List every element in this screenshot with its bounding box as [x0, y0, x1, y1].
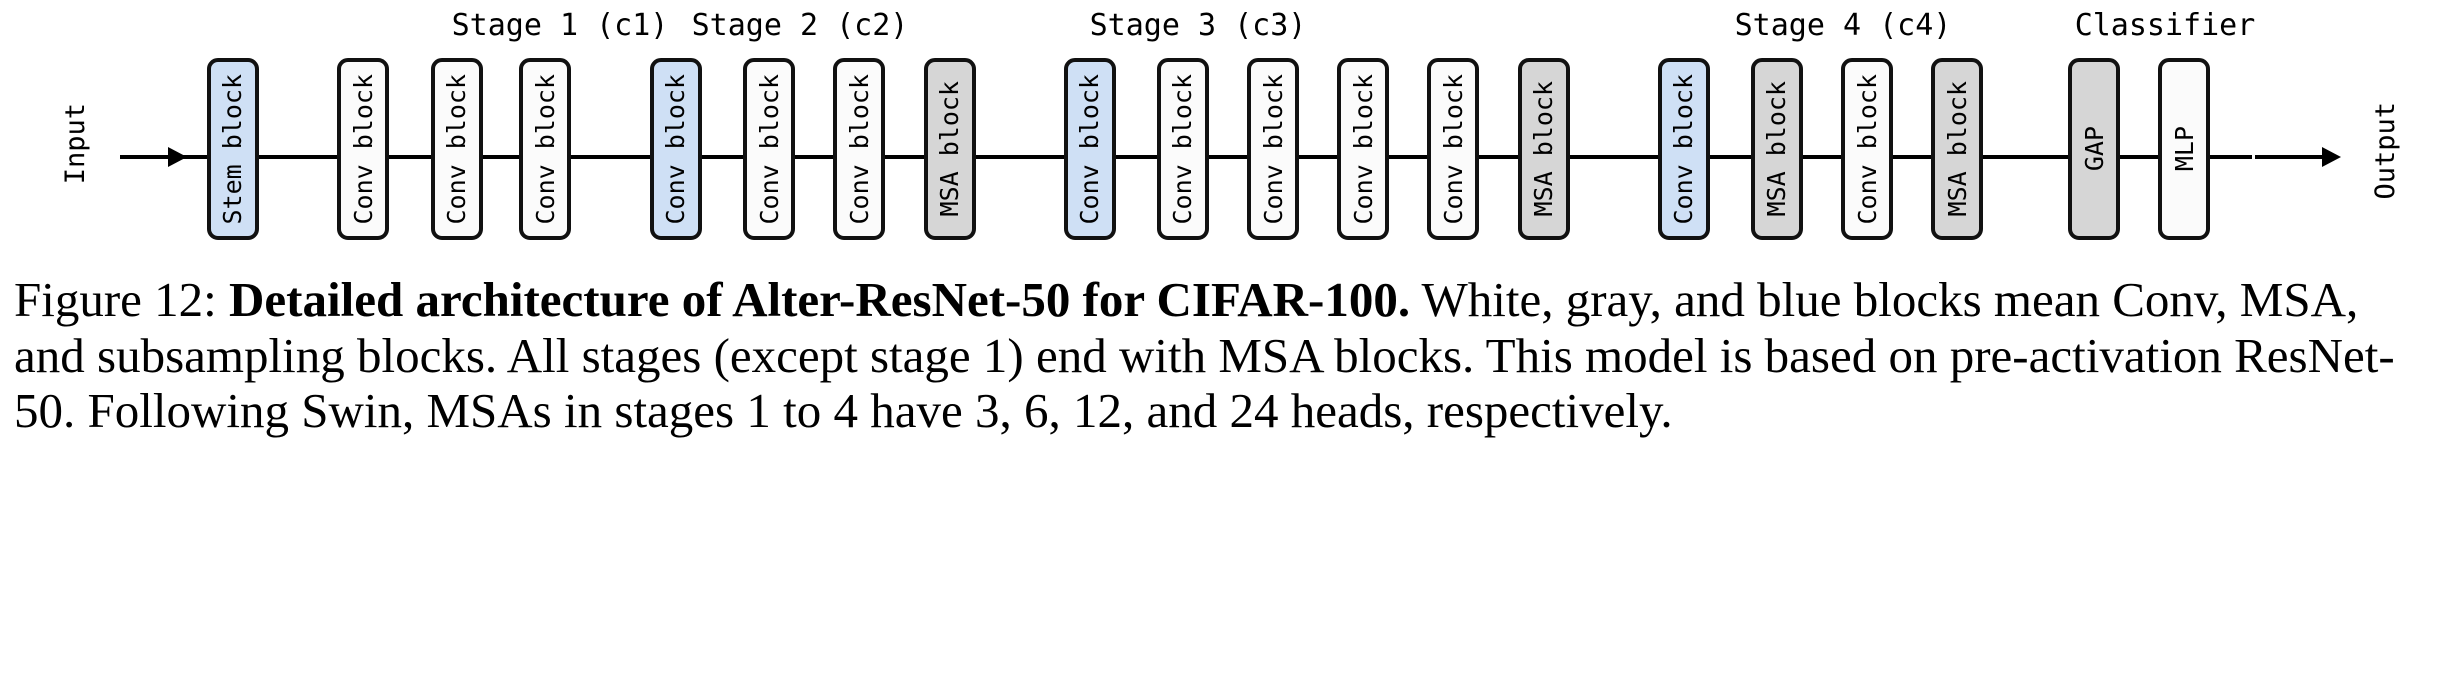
block-stage3-12: Conv block: [1337, 58, 1390, 240]
block-label: Conv block: [1258, 73, 1288, 225]
block-label: Conv block: [1438, 73, 1468, 225]
block-label: MLP: [2169, 126, 2199, 172]
block-stage4-15: Conv block: [1657, 58, 1710, 240]
block-stage3-10: Conv block: [1156, 58, 1209, 240]
block-label: GAP: [2079, 126, 2109, 172]
block-classifier-20: MLP: [2158, 58, 2211, 240]
block-stage1-2: Conv block: [337, 58, 390, 240]
block-stage1-3: Conv block: [430, 58, 483, 240]
caption-bold-title: Detailed architecture of Alter-ResNet-50…: [229, 272, 1411, 327]
block-classifier-19: GAP: [2068, 58, 2121, 240]
block-stage3-11: Conv block: [1247, 58, 1300, 240]
block-label: Stem block: [218, 73, 248, 225]
block-stage2-7: Conv block: [833, 58, 886, 240]
block-label: Conv block: [661, 73, 691, 225]
block-stage2-6: Conv block: [743, 58, 796, 240]
block-stage3-13: Conv block: [1427, 58, 1480, 240]
block-label: MSA block: [1942, 81, 1972, 217]
block-label: Conv block: [1669, 73, 1699, 225]
block-stage4-17: Conv block: [1841, 58, 1894, 240]
figure-diagram: Stage 1 (c1) Stage 2 (c2) Stage 3 (c3) Stag…: [0, 0, 2446, 262]
block-stage4-18: MSA block: [1931, 58, 1984, 240]
stage-header-1: Stage 1 (c1): [451, 8, 669, 43]
stage-header-2: Stage 2 (c2): [691, 8, 909, 43]
block-label: Conv block: [754, 73, 784, 225]
block-stage2-5: Conv block: [649, 58, 702, 240]
input-arrow-line: [120, 155, 172, 159]
block-label: Conv block: [1075, 73, 1105, 225]
block-stem-1: Stem block: [206, 58, 259, 240]
block-label: Conv block: [348, 73, 378, 225]
block-label: Conv block: [1852, 73, 1882, 225]
stage-header-4: Stage 4 (c4): [1734, 8, 1952, 43]
block-stage1-4: Conv block: [519, 58, 572, 240]
output-arrow-line: [2255, 155, 2333, 159]
block-stage3-14: MSA block: [1517, 58, 1570, 240]
input-arrow-head: [168, 147, 187, 167]
output-arrow-head: [2322, 147, 2341, 167]
stage-header-row: Stage 1 (c1) Stage 2 (c2) Stage 3 (c3) Stag…: [0, 8, 2446, 48]
block-row: Stem block Conv block Conv block Conv block…: [0, 58, 2446, 244]
caption-prefix: Figure 12:: [14, 272, 230, 327]
block-label: Conv block: [530, 73, 560, 225]
block-label: MSA block: [935, 81, 965, 217]
figure-caption: Figure 12: Detailed architecture of Alte…: [14, 272, 2434, 439]
block-label: Conv block: [442, 73, 472, 225]
block-label: MSA block: [1529, 81, 1559, 217]
flow-spine-line: [170, 155, 2252, 159]
block-label: Conv block: [844, 73, 874, 225]
block-stage3-9: Conv block: [1063, 58, 1116, 240]
stage-header-5: Classifier: [2074, 8, 2256, 43]
caption-body: White, gray, and blue blocks mean Conv, …: [14, 272, 2395, 439]
block-stage2-8: MSA block: [923, 58, 976, 240]
block-stage4-16: MSA block: [1750, 58, 1803, 240]
stage-header-3: Stage 3 (c3): [1089, 8, 1307, 43]
block-label: Conv block: [1168, 73, 1198, 225]
block-label: Conv block: [1348, 73, 1378, 225]
block-label: MSA block: [1762, 81, 1792, 217]
